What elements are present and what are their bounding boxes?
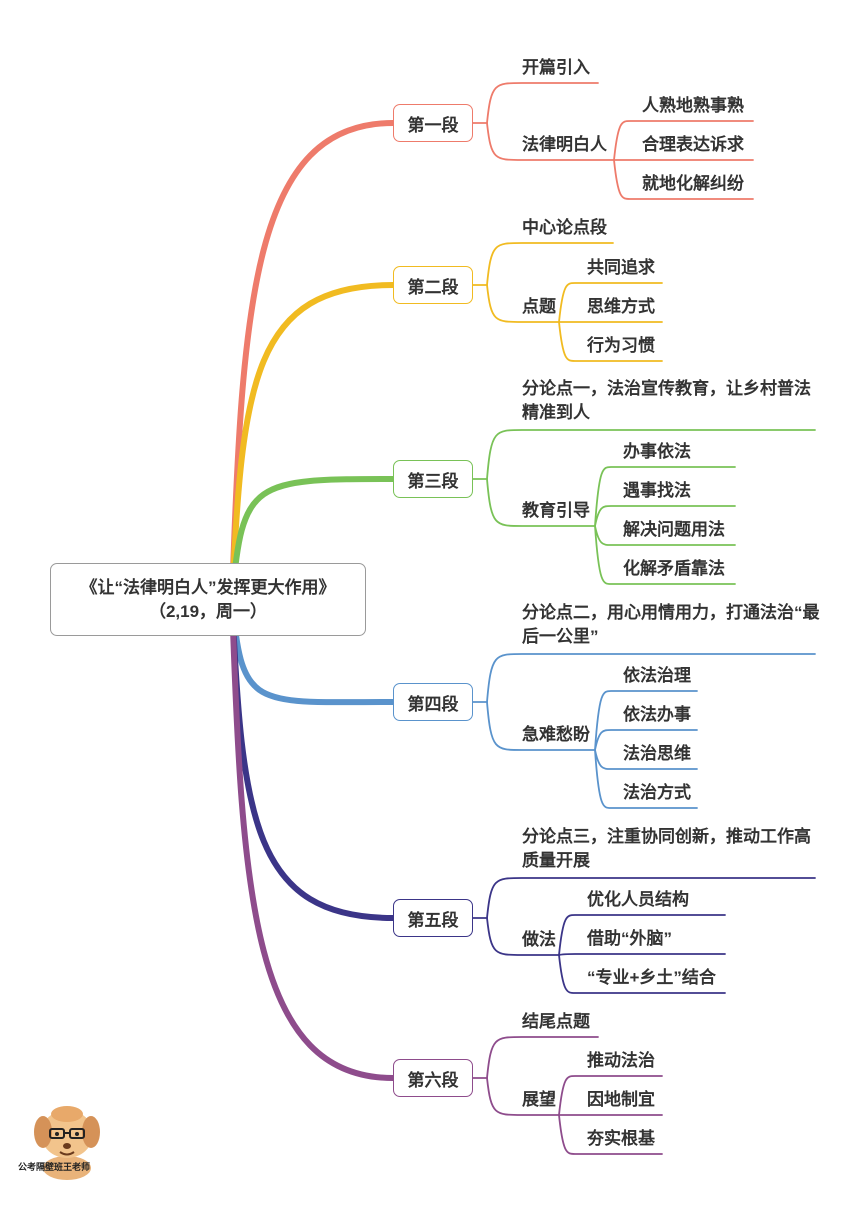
- child-connector-4-1: [594, 690, 698, 751]
- child-topic-4-4[interactable]: 法治方式: [623, 783, 691, 802]
- child-topic-4-1[interactable]: 依法治理: [623, 666, 691, 685]
- intro-connector-4: [486, 653, 816, 703]
- child-topic-3-3[interactable]: 解决问题用法: [623, 520, 725, 539]
- child-topic-2-2[interactable]: 思维方式: [587, 297, 655, 316]
- child-topic-5-2[interactable]: 借助“外脑”: [587, 929, 672, 948]
- child-connector-6-3: [558, 1114, 663, 1155]
- sub-connector-2: [486, 284, 560, 323]
- section-node-3[interactable]: 第三段: [393, 460, 473, 498]
- child-connector-3-1: [594, 466, 736, 527]
- sub-topic-2[interactable]: 点题: [522, 297, 556, 316]
- sub-topic-3[interactable]: 教育引导: [522, 501, 590, 520]
- child-topic-2-3[interactable]: 行为习惯: [587, 336, 655, 355]
- child-connector-1-3: [613, 159, 754, 200]
- child-topic-5-3[interactable]: “专业+乡土”结合: [587, 968, 716, 987]
- cartoon-dog-teacher-icon: [34, 1106, 100, 1180]
- child-topic-1-3[interactable]: 就地化解纠纷: [642, 174, 744, 193]
- child-connector-4-2: [594, 729, 698, 751]
- child-topic-6-1[interactable]: 推动法治: [587, 1051, 655, 1070]
- child-connector-2-3: [558, 321, 663, 362]
- intro-topic-4[interactable]: 分论点二，用心用情用力，打通法治“最后一公里”: [522, 603, 820, 646]
- section-node-4[interactable]: 第四段: [393, 683, 473, 721]
- child-topic-4-3[interactable]: 法治思维: [623, 744, 691, 763]
- child-topic-6-3[interactable]: 夯实根基: [587, 1129, 655, 1148]
- intro-topic-2[interactable]: 中心论点段: [522, 218, 607, 237]
- root-subtitle: （2,19，周一）: [148, 601, 268, 621]
- child-topic-2-1[interactable]: 共同追求: [587, 258, 655, 277]
- intro-topic-5[interactable]: 分论点三，注重协同创新，推动工作高质量开展: [522, 827, 811, 870]
- trunk-branch-6: [229, 597, 396, 1081]
- child-connector-2-1: [558, 282, 663, 323]
- intro-connector-1: [486, 82, 599, 124]
- child-connector-5-2: [558, 953, 726, 956]
- child-connector-6-1: [558, 1075, 663, 1116]
- watermark-text: 公考隔壁班王老师: [18, 1163, 91, 1173]
- sub-topic-5[interactable]: 做法: [522, 930, 556, 949]
- sub-connector-6: [486, 1077, 560, 1116]
- section-node-2[interactable]: 第二段: [393, 266, 473, 304]
- child-topic-3-4[interactable]: 化解矛盾靠法: [623, 559, 725, 578]
- sub-connector-1: [486, 122, 615, 161]
- section-node-5[interactable]: 第五段: [393, 899, 473, 937]
- child-connector-5-3: [558, 954, 726, 994]
- root-title: 《让“法律明白人”发挥更大作用》: [80, 577, 336, 597]
- intro-connector-2: [486, 242, 614, 286]
- sub-connector-3: [486, 478, 596, 527]
- trunk-branch-3: [229, 476, 396, 603]
- sub-topic-1[interactable]: 法律明白人: [522, 135, 607, 154]
- trunk-branch-2: [229, 282, 396, 603]
- intro-topic-1[interactable]: 开篇引入: [522, 58, 590, 77]
- child-connector-3-4: [594, 525, 736, 585]
- child-topic-1-2[interactable]: 合理表达诉求: [642, 135, 744, 154]
- child-topic-6-2[interactable]: 因地制宜: [587, 1090, 655, 1109]
- intro-topic-3[interactable]: 分论点一，法治宣传教育，让乡村普法精准到人: [522, 379, 811, 422]
- child-connector-3-2: [594, 505, 736, 527]
- section-node-1[interactable]: 第一段: [393, 104, 473, 142]
- intro-connector-3: [486, 429, 816, 480]
- sub-connector-5: [486, 917, 560, 956]
- child-connector-4-4: [594, 749, 698, 809]
- intro-connector-5: [486, 877, 816, 919]
- sub-topic-6[interactable]: 展望: [522, 1090, 556, 1109]
- trunk-branch-1: [229, 120, 396, 603]
- intro-connector-6: [486, 1036, 599, 1079]
- child-topic-4-2[interactable]: 依法办事: [623, 705, 691, 724]
- sub-connector-4: [486, 701, 596, 751]
- intro-topic-6[interactable]: 结尾点题: [522, 1012, 590, 1031]
- child-topic-3-1[interactable]: 办事依法: [623, 442, 691, 461]
- child-connector-1-1: [613, 120, 754, 161]
- trunk-branch-5: [229, 597, 396, 921]
- child-topic-3-2[interactable]: 遇事找法: [623, 481, 691, 500]
- child-topic-1-1[interactable]: 人熟地熟事熟: [642, 96, 744, 115]
- sub-topic-4[interactable]: 急难愁盼: [522, 725, 590, 744]
- root-topic[interactable]: 《让“法律明白人”发挥更大作用》 （2,19，周一）: [50, 563, 366, 636]
- child-connector-5-1: [558, 914, 726, 956]
- child-topic-5-1[interactable]: 优化人员结构: [587, 890, 689, 909]
- section-node-6[interactable]: 第六段: [393, 1059, 473, 1097]
